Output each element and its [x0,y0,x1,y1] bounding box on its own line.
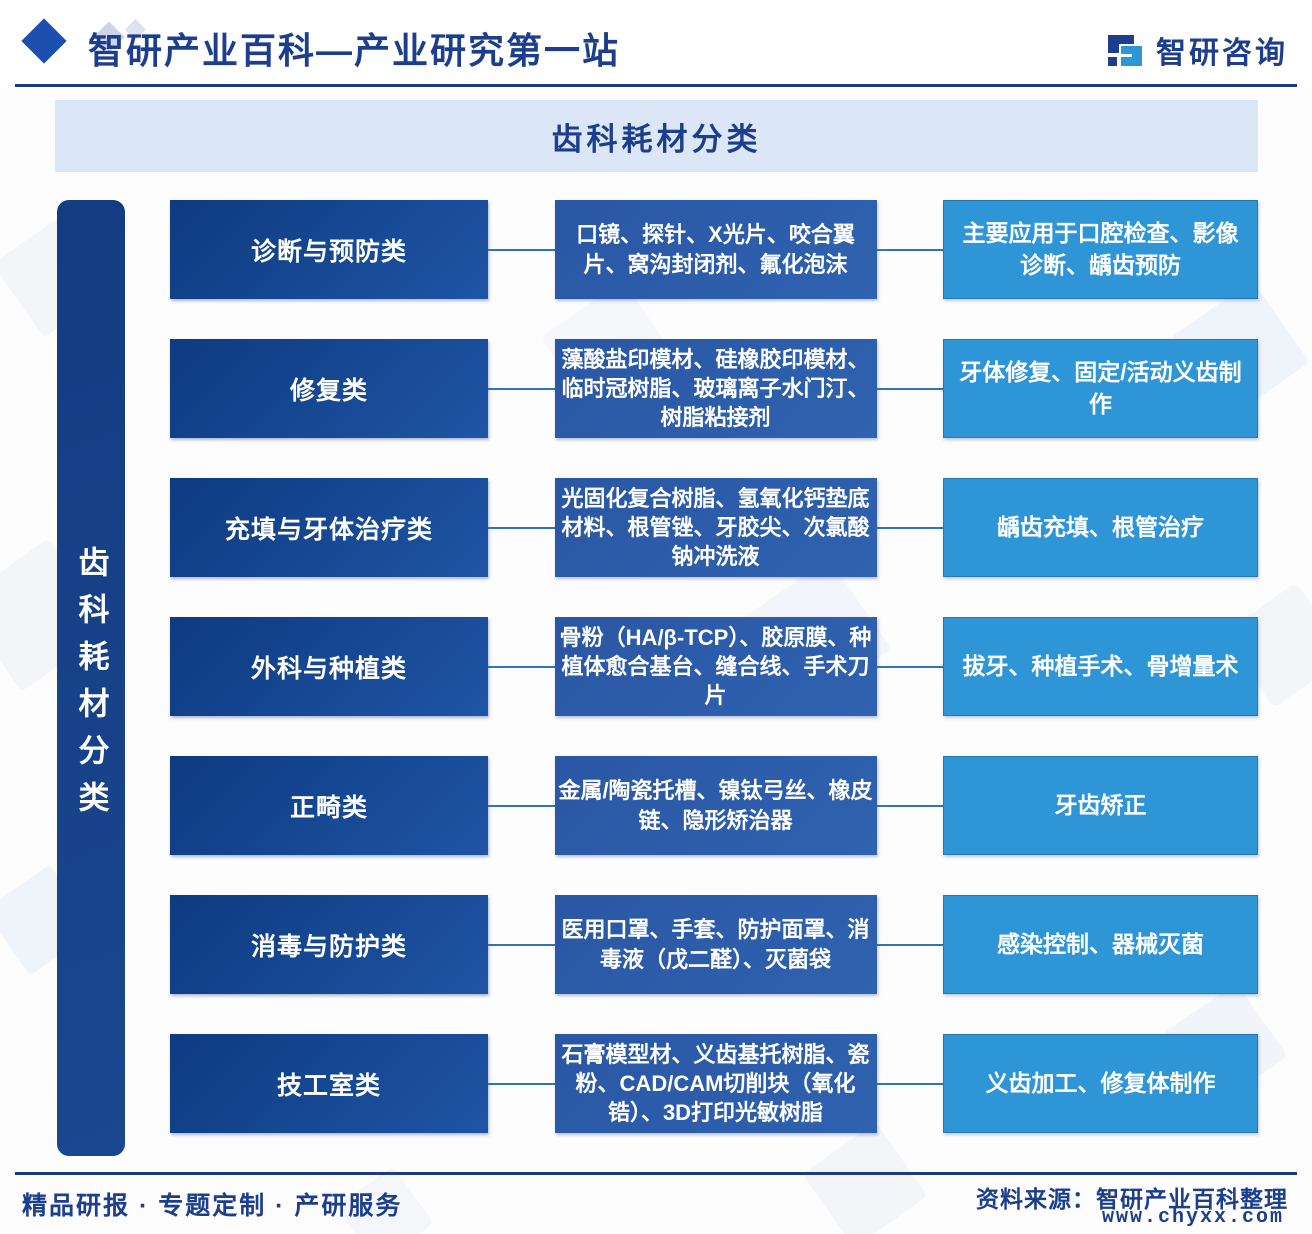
application-box: 牙体修复、固定/活动义齿制作 [943,339,1258,438]
sidebar-category-bar: 齿科耗材分类 [57,200,125,1156]
footer-website: www.chyxx.com [1101,1206,1284,1229]
connector-line [488,943,555,946]
row-orthodontic: 正畸类 金属/陶瓷托槽、镍钛弓丝、橡皮链、隐形矫治器 牙齿矫正 [170,756,1258,855]
row-disinfection-protection: 消毒与防护类 医用口罩、手套、防护面罩、消毒液（戊二醛）、灭菌袋 感染控制、器械… [170,895,1258,994]
connector-line [876,1082,943,1085]
application-box: 拔牙、种植手术、骨增量术 [943,617,1258,716]
category-box: 技工室类 [170,1034,488,1133]
footer-source: 资料来源：智研产业百科整理 [976,1186,1288,1212]
application-box: 感染控制、器械灭菌 [943,895,1258,994]
application-box: 主要应用于口腔检查、影像诊断、龋齿预防 [943,200,1258,299]
category-box: 修复类 [170,339,488,438]
connector-line [876,943,943,946]
connector-line [876,387,943,390]
application-box: 龋齿充填、根管治疗 [943,478,1258,577]
connector-line [488,665,555,668]
chart-title-bar: 齿科耗材分类 [55,100,1258,172]
chart-title: 齿科耗材分类 [551,121,762,157]
connector-line [876,248,943,251]
items-box: 口镜、探针、X光片、咬合翼片、窝沟封闭剂、氟化泡沫 [554,200,877,299]
connector-line [876,804,943,807]
application-box: 牙齿矫正 [943,756,1258,855]
connector-line [488,248,555,251]
classification-rows: 诊断与预防类 口镜、探针、X光片、咬合翼片、窝沟封闭剂、氟化泡沫 主要应用于口腔… [170,200,1258,1133]
category-box: 消毒与防护类 [170,895,488,994]
connector-line [876,665,943,668]
connector-line [488,1082,555,1085]
items-box: 医用口罩、手套、防护面罩、消毒液（戊二醛）、灭菌袋 [554,895,877,994]
application-box: 义齿加工、修复体制作 [943,1034,1258,1133]
items-box: 光固化复合树脂、氢氧化钙垫底材料、根管锉、牙胶尖、次氯酸钠冲洗液 [554,478,877,577]
sidebar-label: 齿科耗材分类 [73,546,109,828]
row-dental-lab: 技工室类 石膏模型材、义齿基托树脂、瓷粉、CAD/CAM切削块（氧化锆）、3D打… [170,1034,1258,1133]
zhiyan-logo: 智研咨询 [1104,28,1288,72]
footer-services: 精品研报 · 专题定制 · 产研服务 [22,1192,403,1220]
items-box: 藻酸盐印模材、硅橡胶印模材、临时冠树脂、玻璃离子水门汀、树脂粘接剂 [554,339,877,438]
header-divider [15,84,1297,87]
connector-line [876,526,943,529]
watermark [802,1122,928,1234]
items-box: 骨粉（HA/β-TCP）、胶原膜、种植体愈合基台、缝合线、手术刀片 [554,617,877,716]
items-box: 石膏模型材、义齿基托树脂、瓷粉、CAD/CAM切削块（氧化锆）、3D打印光敏树脂 [554,1034,877,1133]
category-box: 正畸类 [170,756,488,855]
page-title: 智研产业百科—产业研究第一站 [88,30,621,71]
connector-line [488,526,555,529]
header: 智研产业百科—产业研究第一站 智研咨询 [0,0,1312,88]
items-box: 金属/陶瓷托槽、镍钛弓丝、橡皮链、隐形矫治器 [554,756,877,855]
category-box: 充填与牙体治疗类 [170,478,488,577]
zhiyan-logo-icon [1104,29,1146,71]
row-surgery-implant: 外科与种植类 骨粉（HA/β-TCP）、胶原膜、种植体愈合基台、缝合线、手术刀片… [170,617,1258,716]
row-filling-endodontic: 充填与牙体治疗类 光固化复合树脂、氢氧化钙垫底材料、根管锉、牙胶尖、次氯酸钠冲洗… [170,478,1258,577]
row-restoration: 修复类 藻酸盐印模材、硅橡胶印模材、临时冠树脂、玻璃离子水门汀、树脂粘接剂 牙体… [170,339,1258,438]
zhiyan-logo-text: 智研咨询 [1156,37,1288,70]
connector-line [488,387,555,390]
category-box: 外科与种植类 [170,617,488,716]
category-box: 诊断与预防类 [170,200,488,299]
connector-line [488,804,555,807]
row-diagnosis-prevention: 诊断与预防类 口镜、探针、X光片、咬合翼片、窝沟封闭剂、氟化泡沫 主要应用于口腔… [170,200,1258,299]
footer-divider [15,1172,1297,1175]
